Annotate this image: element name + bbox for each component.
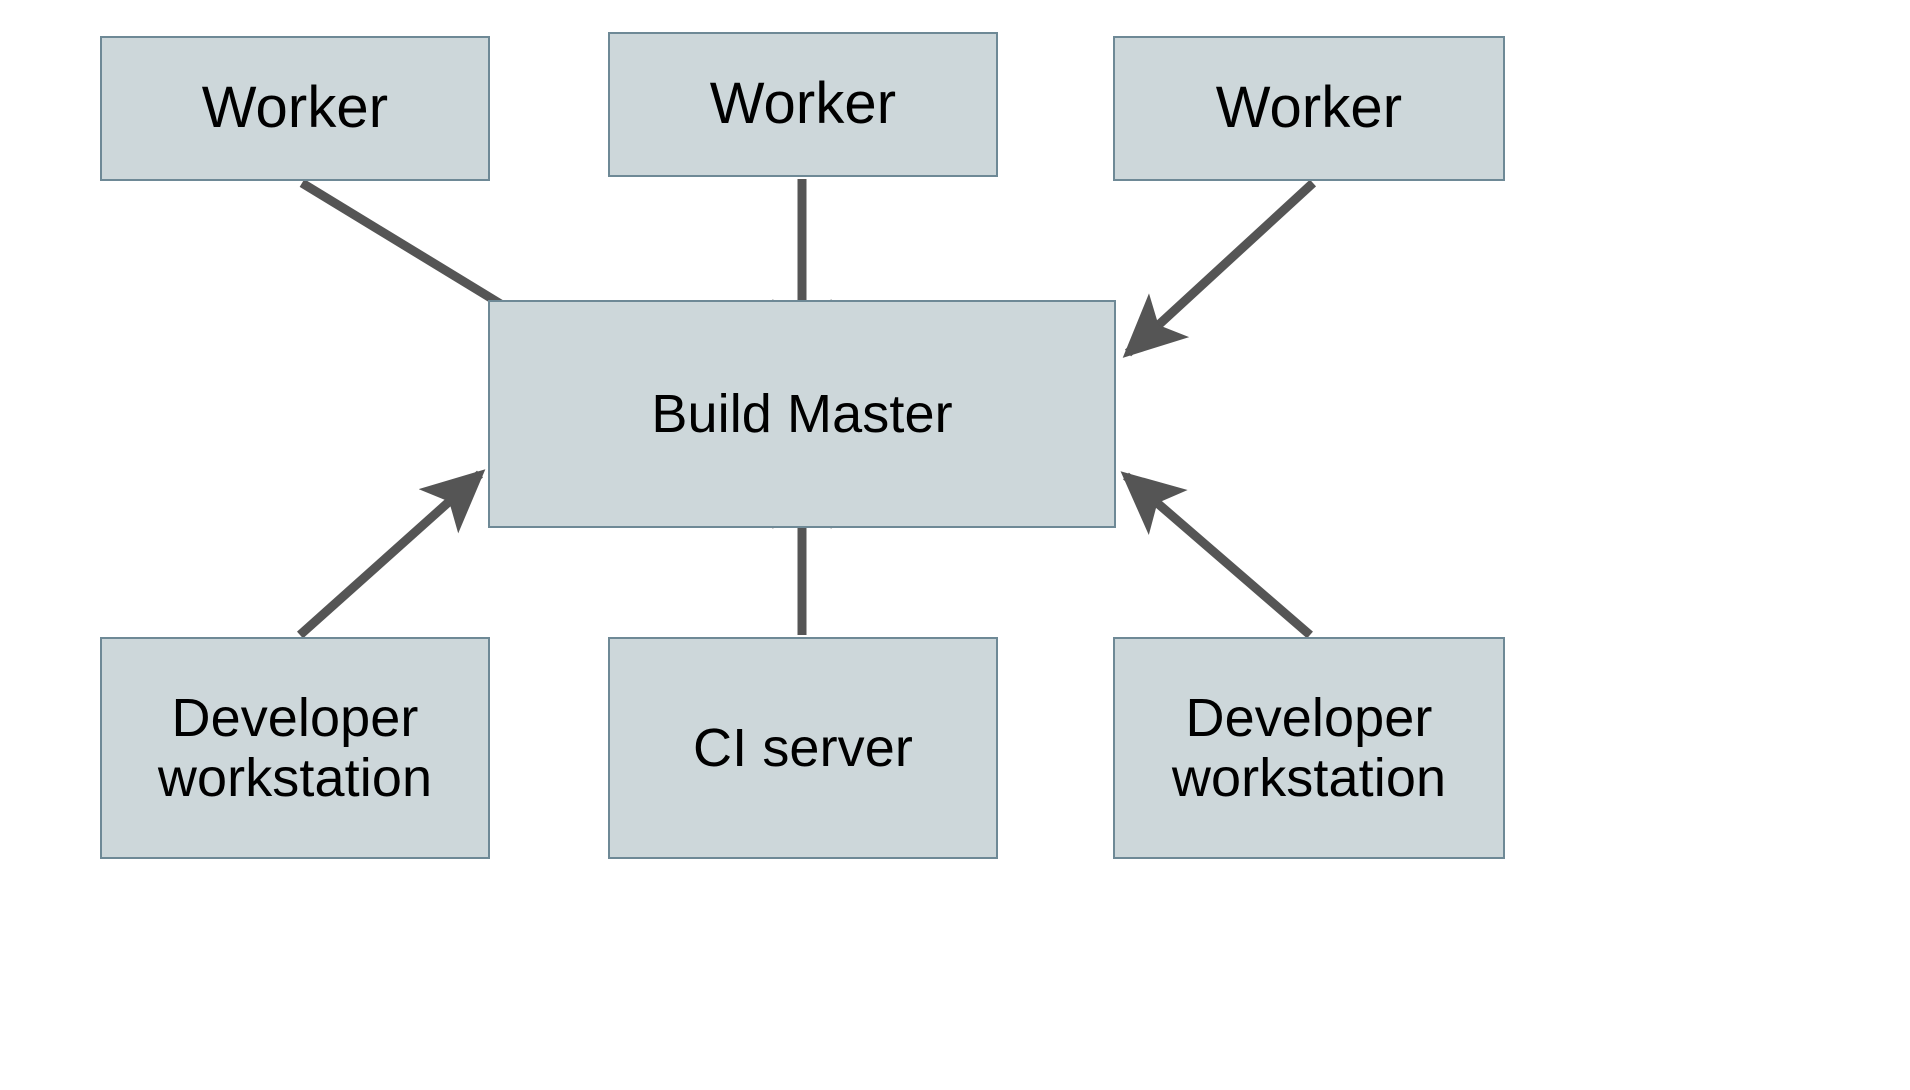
edge-dev-ws-1-to-build-master: [296, 469, 486, 639]
node-developer-workstation-left[interactable]: Developer workstation: [100, 637, 490, 859]
edge-dev-ws-2-to-build-master: [1120, 471, 1313, 639]
node-worker-1[interactable]: Worker: [100, 36, 490, 181]
edge-worker-3-to-build-master: [1122, 179, 1317, 358]
node-worker-1-label: Worker: [201, 75, 389, 141]
node-developer-workstation-right-label: Developer workstation: [1171, 687, 1447, 808]
node-developer-workstation-left-label: Developer workstation: [157, 687, 433, 808]
node-developer-workstation-right[interactable]: Developer workstation: [1113, 637, 1505, 859]
node-build-master[interactable]: Build Master: [488, 300, 1116, 528]
node-worker-2-label: Worker: [709, 71, 897, 137]
node-worker-3-label: Worker: [1215, 75, 1403, 141]
node-worker-2[interactable]: Worker: [608, 32, 998, 177]
node-build-master-label: Build Master: [651, 383, 953, 444]
node-ci-server-label: CI server: [693, 717, 913, 778]
node-ci-server[interactable]: CI server: [608, 637, 998, 859]
node-worker-3[interactable]: Worker: [1113, 36, 1505, 181]
